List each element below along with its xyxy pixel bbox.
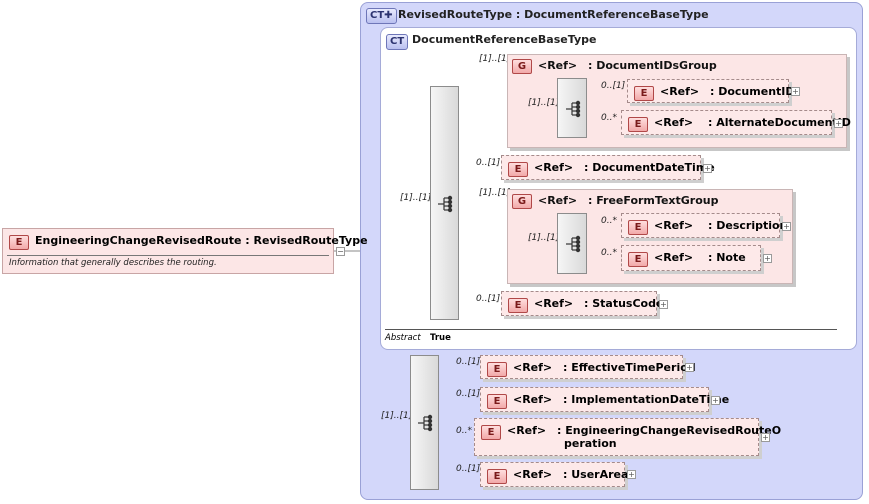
root-element-box[interactable]: E EngineeringChangeRevisedRoute : Revise…: [2, 228, 368, 274]
element-ref-label: <Ref>: [654, 116, 694, 129]
outer-sequence-cardinality: [1]..[1]: [381, 411, 413, 421]
element-ref-label: <Ref>: [513, 393, 553, 406]
element-ref-label: <Ref>: [513, 468, 553, 481]
element-icon: E: [487, 469, 507, 484]
group-icon: G: [512, 194, 532, 209]
element-document-date-time[interactable]: E <Ref> : DocumentDateTime: [501, 155, 715, 180]
element-cardinality: 0..*: [456, 426, 472, 436]
element-name: : UserArea: [563, 468, 629, 481]
element-cardinality: 0..[1]: [456, 389, 481, 399]
abstract-divider: [385, 329, 837, 330]
element-document-id[interactable]: E <Ref> : DocumentID: [627, 79, 795, 103]
expand-toggle[interactable]: +: [659, 300, 668, 309]
expand-toggle[interactable]: +: [703, 164, 712, 173]
element-name: : AlternateDocumentID: [708, 116, 851, 129]
element-name: : DocumentID: [710, 85, 795, 98]
element-ref-label: <Ref>: [513, 361, 553, 374]
element-name: : ImplementationDateTime: [563, 393, 730, 406]
element-cardinality: 0..[1]: [456, 357, 481, 367]
revised-route-type-title: RevisedRouteType : DocumentReferenceBase…: [398, 8, 709, 21]
group-sequence-cardinality: [1]..[1]: [528, 233, 560, 243]
sequence-icon: [566, 235, 581, 253]
element-effective-time-period[interactable]: E <Ref> : EffectiveTimePeriod: [480, 355, 696, 379]
element-icon: E: [508, 298, 528, 313]
group-sequence-compositor[interactable]: [557, 213, 587, 274]
element-icon: E: [487, 362, 507, 377]
element-cardinality: 0..[1]: [601, 81, 626, 91]
element-ref-label: <Ref>: [654, 251, 694, 264]
element-ref-label: <Ref>: [534, 161, 574, 174]
expand-toggle[interactable]: +: [791, 87, 800, 96]
group-sequence-compositor[interactable]: [557, 78, 587, 138]
element-icon: E: [487, 394, 507, 409]
element-ref-label: <Ref>: [654, 219, 694, 232]
element-cardinality: 0..*: [601, 113, 617, 123]
sequence-icon: [438, 195, 453, 213]
element-icon: E: [628, 220, 648, 235]
expand-toggle[interactable]: +: [782, 222, 791, 231]
element-name: : Note: [708, 251, 746, 264]
root-divider: [7, 255, 329, 256]
element-cardinality: 0..[1]: [476, 158, 501, 168]
abstract-value: True: [430, 333, 451, 343]
abstract-label: Abstract: [385, 333, 421, 343]
expand-toggle[interactable]: +: [685, 363, 694, 372]
element-icon: E: [9, 235, 29, 250]
expand-toggle[interactable]: +: [761, 433, 770, 442]
group-sequence-cardinality: [1]..[1]: [528, 98, 560, 108]
element-user-area[interactable]: E <Ref> : UserArea: [480, 462, 629, 487]
expand-toggle[interactable]: +: [711, 396, 720, 405]
group-name: : DocumentIDsGroup: [588, 59, 717, 72]
element-icon: E: [481, 425, 501, 440]
sequence-icon: [566, 100, 581, 118]
element-ref-label: <Ref>: [660, 85, 700, 98]
inner-sequence-cardinality: [1]..[1]: [400, 193, 432, 203]
expand-toggle[interactable]: +: [834, 119, 843, 128]
element-name: : EffectiveTimePeriod: [563, 361, 696, 374]
element-cardinality: 0..*: [601, 248, 617, 258]
expand-toggle[interactable]: +: [763, 254, 772, 263]
element-cardinality: 0..[1]: [476, 294, 501, 304]
document-reference-base-type-title: DocumentReferenceBaseType: [412, 33, 597, 46]
element-icon: E: [628, 252, 648, 267]
root-element-documentation: Information that generally describes the…: [9, 258, 217, 268]
element-ref-label: <Ref>: [534, 297, 574, 310]
element-engineering-change-revised-route-operation[interactable]: E <Ref> : EngineeringChangeRevisedRouteO…: [474, 418, 781, 456]
element-icon: E: [508, 162, 528, 177]
element-name: : StatusCode: [584, 297, 664, 310]
element-cardinality: 0..[1]: [456, 464, 481, 474]
group-ref-label: <Ref>: [538, 59, 578, 72]
group-name: : FreeFormTextGroup: [588, 194, 719, 207]
element-status-code[interactable]: E <Ref> : StatusCode: [501, 291, 663, 316]
element-name-line-2: peration: [564, 437, 617, 450]
element-name: : DocumentDateTime: [584, 161, 715, 174]
group-ref-label: <Ref>: [538, 194, 578, 207]
root-element-title: EngineeringChangeRevisedRoute : RevisedR…: [35, 234, 368, 247]
element-description[interactable]: E <Ref> : Description: [621, 213, 787, 238]
element-name-line-1: : EngineeringChangeRevisedRouteO: [557, 424, 782, 437]
complex-type-extension-icon: CT✚: [366, 8, 397, 24]
sequence-icon: [418, 414, 433, 432]
element-name: : Description: [708, 219, 788, 232]
group-icon: G: [512, 59, 532, 74]
group-cardinality: [1]..[1]: [479, 188, 511, 198]
element-alternate-document-id[interactable]: E <Ref> : AlternateDocumentID: [621, 110, 851, 135]
element-implementation-date-time[interactable]: E <Ref> : ImplementationDateTime: [480, 387, 729, 412]
element-icon: E: [628, 117, 648, 132]
group-cardinality: [1]..[1]: [479, 54, 511, 64]
collapse-toggle[interactable]: −: [336, 247, 345, 256]
element-icon: E: [634, 86, 654, 101]
element-note[interactable]: E <Ref> : Note: [621, 245, 761, 271]
element-cardinality: 0..*: [601, 216, 617, 226]
inner-sequence-compositor[interactable]: [430, 86, 459, 320]
outer-sequence-compositor[interactable]: [410, 355, 439, 490]
expand-toggle[interactable]: +: [627, 470, 636, 479]
complex-type-icon: CT: [386, 34, 409, 50]
element-ref-label: <Ref>: [507, 424, 547, 437]
